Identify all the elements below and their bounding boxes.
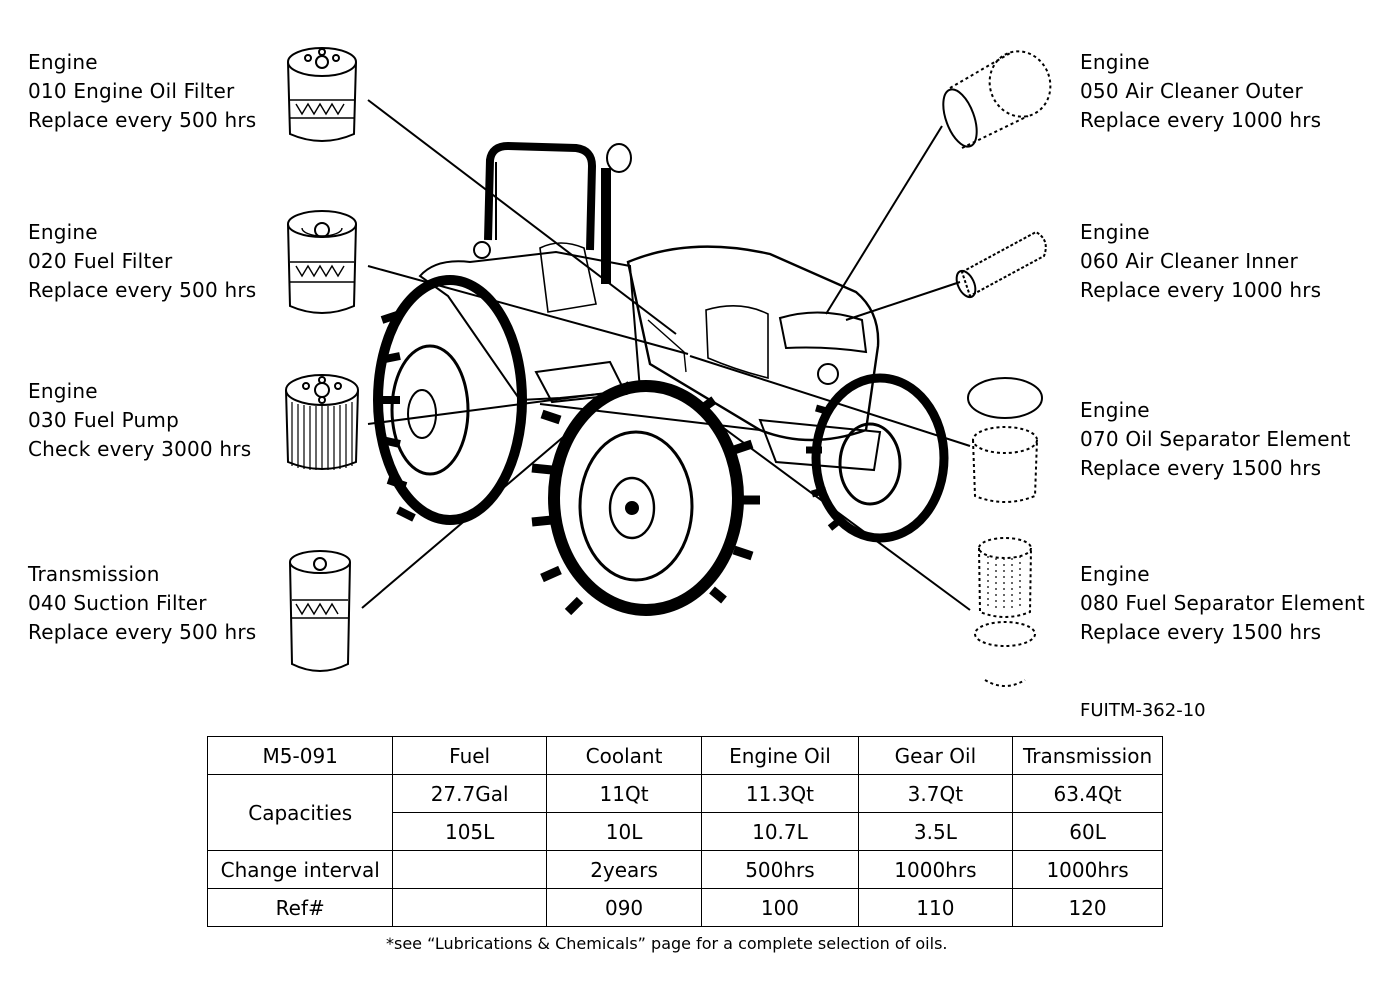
callout-part: 030 Fuel Pump [28, 408, 179, 432]
callout-system: Engine [1080, 562, 1150, 586]
callout-fuel-filter: Engine 020 Fuel Filter Replace every 500… [28, 218, 256, 305]
table-cell: 1000hrs [857, 850, 1014, 889]
callout-interval: Replace every 1000 hrs [1080, 278, 1322, 302]
callout-part: 060 Air Cleaner Inner [1080, 249, 1298, 273]
callout-part: 040 Suction Filter [28, 591, 207, 615]
table-header-row: M5-091 Fuel Coolant Engine Oil Gear Oil … [206, 736, 1163, 775]
tractor-illustration [373, 141, 949, 616]
air-cleaner-outer-icon [942, 50, 1052, 149]
table-cell: 2years [545, 850, 703, 889]
callout-air-cleaner-outer: Engine 050 Air Cleaner Outer Replace eve… [1080, 48, 1321, 135]
air-cleaner-inner-icon [955, 230, 1047, 299]
leader-lines [361, 99, 971, 611]
callout-system: Engine [28, 220, 98, 244]
suction-filter-icon [289, 550, 351, 672]
column-header: Engine Oil [701, 736, 859, 775]
callout-part: 050 Air Cleaner Outer [1080, 79, 1303, 103]
callout-system: Engine [28, 379, 98, 403]
table-cell: 105L [392, 812, 547, 851]
callout-interval: Replace every 500 hrs [28, 278, 257, 302]
capacities-table: M5-091 Fuel Coolant Engine Oil Gear Oil … [206, 736, 1163, 927]
column-header: Transmission [1012, 736, 1163, 775]
table-cell: 120 [1012, 888, 1163, 927]
table-row: Ref# 090 100 110 120 [206, 888, 1163, 927]
table-cell: 3.7Qt [857, 774, 1014, 813]
callout-system: Engine [1080, 398, 1150, 422]
callout-fuel-separator: Engine 080 Fuel Separator Element Replac… [1080, 560, 1365, 647]
engine-oil-filter-icon [287, 47, 357, 142]
callout-interval: Replace every 500 hrs [28, 108, 257, 132]
callout-system: Engine [28, 50, 98, 74]
callout-air-cleaner-inner: Engine 060 Air Cleaner Inner Replace eve… [1080, 218, 1321, 305]
table-cell: 63.4Qt [1012, 774, 1163, 813]
table-cell: 11Qt [545, 774, 703, 813]
table-cell [392, 850, 547, 889]
callout-system: Transmission [28, 562, 160, 586]
callout-part: 080 Fuel Separator Element [1080, 591, 1365, 615]
table-cell: 500hrs [701, 850, 859, 889]
callout-system: Engine [1080, 50, 1150, 74]
callout-interval: Replace every 1500 hrs [1080, 620, 1322, 644]
model-cell: M5-091 [206, 736, 394, 775]
table-cell: 11.3Qt [701, 774, 859, 813]
fuel-pump-icon [285, 374, 359, 470]
callout-interval: Replace every 1500 hrs [1080, 456, 1322, 480]
table-row: 105L 10L 10.7L 3.5L 60L [208, 812, 1163, 851]
row-label-capacities: Capacities [206, 774, 394, 851]
table-cell: 1000hrs [1012, 850, 1163, 889]
callout-fuel-pump: Engine 030 Fuel Pump Check every 3000 hr… [28, 377, 251, 464]
callout-engine-oil-filter: Engine 010 Engine Oil Filter Replace eve… [28, 48, 256, 135]
fuel-separator-icon [974, 537, 1036, 687]
table-cell: 10L [545, 812, 703, 851]
callout-interval: Replace every 500 hrs [28, 620, 257, 644]
column-header: Fuel [392, 736, 547, 775]
table-cell: 3.5L [857, 812, 1014, 851]
callout-interval: Check every 3000 hrs [28, 437, 252, 461]
row-label-ref: Ref# [206, 888, 394, 927]
callout-suction-filter: Transmission 040 Suction Filter Replace … [28, 560, 256, 647]
callout-part: 010 Engine Oil Filter [28, 79, 235, 103]
callout-oil-separator: Engine 070 Oil Separator Element Replace… [1080, 396, 1351, 483]
table-row: Capacities 27.7Gal 11Qt 11.3Qt 3.7Qt 63.… [206, 774, 1163, 851]
footnote: *see “Lubrications & Chemicals” page for… [386, 934, 948, 953]
document-id: FUITM-362-10 [1080, 700, 1206, 721]
oil-separator-icon [967, 377, 1043, 503]
callout-part: 070 Oil Separator Element [1080, 427, 1351, 451]
column-header: Coolant [545, 736, 703, 775]
table-cell [392, 888, 547, 927]
table-cell: 10.7L [701, 812, 859, 851]
table-cell: 27.7Gal [392, 774, 547, 813]
callout-interval: Replace every 1000 hrs [1080, 108, 1322, 132]
table-cell: 60L [1012, 812, 1163, 851]
table-cell: 110 [857, 888, 1014, 927]
callout-part: 020 Fuel Filter [28, 249, 173, 273]
table-row: Change interval 2years 500hrs 1000hrs 10… [206, 850, 1163, 889]
table-cell: 090 [545, 888, 703, 927]
callout-system: Engine [1080, 220, 1150, 244]
column-header: Gear Oil [857, 736, 1014, 775]
fuel-filter-icon [287, 210, 357, 314]
row-label-change-interval: Change interval [206, 850, 394, 889]
table-cell: 100 [701, 888, 859, 927]
